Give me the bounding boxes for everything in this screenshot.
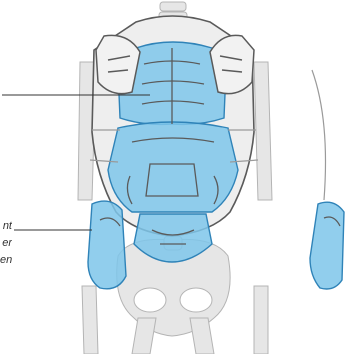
left-shoulder-pad bbox=[96, 35, 140, 93]
right-forearm bbox=[254, 286, 268, 354]
right-shoulder-pad bbox=[210, 35, 254, 93]
elbow-callout-line-3: en bbox=[0, 253, 12, 268]
left-elbow-protector bbox=[88, 201, 126, 289]
left-forearm bbox=[82, 286, 98, 354]
elbow-callout-line-1: nt bbox=[0, 219, 12, 234]
left-femur bbox=[132, 318, 156, 354]
right-humerus bbox=[254, 62, 272, 200]
right-femur bbox=[190, 318, 214, 354]
elbow-callout-line-2: er bbox=[0, 236, 12, 251]
mid-back-protector bbox=[108, 122, 238, 212]
right-elbow-protector bbox=[310, 202, 344, 289]
